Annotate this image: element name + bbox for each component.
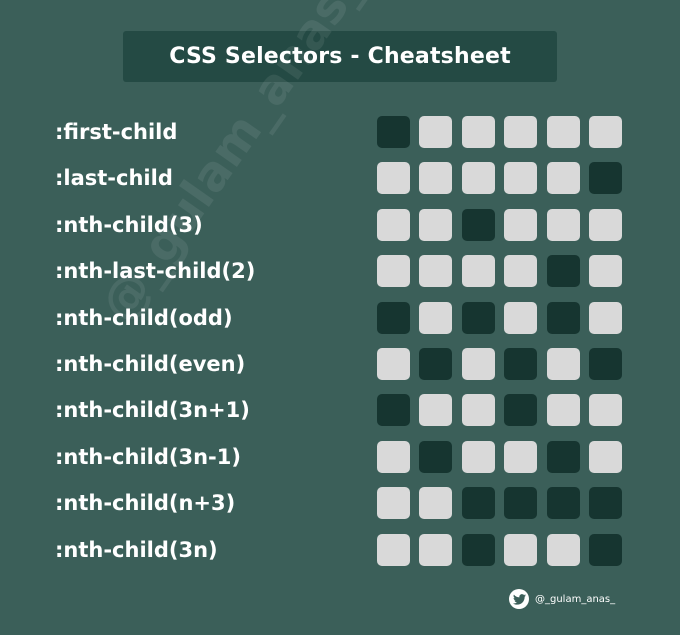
twitter-icon [509, 589, 529, 609]
selector-label: :last-child [55, 166, 173, 191]
unselected-box [546, 162, 580, 195]
selector-label: :nth-child(odd) [55, 305, 233, 330]
unselected-box [461, 348, 495, 380]
unselected-box [589, 116, 622, 148]
unselected-box [461, 394, 495, 427]
title-bar: CSS Selectors - Cheatsheet [123, 31, 557, 82]
unselected-box [546, 116, 580, 148]
unselected-box [419, 533, 453, 566]
selector-label: :first-child [55, 120, 178, 144]
selected-box [377, 116, 410, 148]
selected-box [589, 487, 622, 520]
unselected-box [461, 255, 495, 288]
unselected-box [546, 208, 580, 241]
selector-label: :nth-child(3n-1) [55, 444, 241, 469]
unselected-box [419, 162, 453, 195]
unselected-box [546, 348, 580, 380]
page-title: CSS Selectors - Cheatsheet [169, 44, 511, 69]
selector-label: :nth-child(3n+1) [55, 398, 250, 423]
unselected-box [419, 208, 453, 241]
selected-box [589, 348, 622, 380]
unselected-box [377, 533, 410, 566]
selector-label: :nth-child(3n) [55, 537, 218, 562]
selected-box [546, 487, 580, 520]
unselected-box [589, 301, 622, 334]
unselected-box [419, 255, 453, 288]
unselected-box [419, 301, 453, 334]
unselected-box [419, 394, 453, 427]
unselected-box [461, 162, 495, 195]
unselected-box [377, 487, 410, 520]
unselected-box [461, 116, 495, 148]
selected-box [589, 533, 622, 566]
unselected-box [589, 394, 622, 427]
selector-label: :nth-child(n+3) [55, 491, 236, 516]
selected-box [546, 255, 580, 288]
selected-box [504, 394, 538, 427]
selector-row: :nth-child(3n+1) [0, 394, 680, 427]
selector-row: :last-child [0, 162, 680, 195]
selector-label: :nth-last-child(2) [55, 259, 256, 284]
selected-box [461, 301, 495, 334]
unselected-box [504, 116, 538, 148]
unselected-box [377, 255, 410, 288]
credit-handle: @_gulam_anas_ [535, 593, 616, 605]
unselected-box [589, 208, 622, 241]
selected-box [377, 394, 410, 427]
selector-row: :nth-child(n+3) [0, 487, 680, 520]
unselected-box [504, 440, 538, 473]
unselected-box [546, 394, 580, 427]
selected-box [419, 348, 453, 380]
unselected-box [419, 487, 453, 520]
unselected-box [589, 440, 622, 473]
selector-row: :nth-child(3) [0, 208, 680, 241]
unselected-box [546, 533, 580, 566]
unselected-box [504, 533, 538, 566]
selected-box [377, 301, 410, 334]
selected-box [546, 301, 580, 334]
unselected-box [504, 208, 538, 241]
unselected-box [504, 255, 538, 288]
unselected-box [504, 301, 538, 334]
selected-box [546, 440, 580, 473]
unselected-box [377, 208, 410, 241]
unselected-box [589, 255, 622, 288]
selected-box [461, 533, 495, 566]
selected-box [589, 162, 622, 195]
selector-row: :nth-last-child(2) [0, 255, 680, 288]
unselected-box [461, 440, 495, 473]
credit: @_gulam_anas_ [509, 589, 615, 609]
selected-box [461, 208, 495, 241]
selector-row: :nth-child(3n) [0, 533, 680, 566]
selector-row: :nth-child(3n-1) [0, 440, 680, 473]
selected-box [419, 440, 453, 473]
unselected-box [419, 116, 453, 148]
selector-label: :nth-child(even) [55, 352, 246, 376]
selected-box [504, 487, 538, 520]
unselected-box [377, 348, 410, 380]
unselected-box [377, 162, 410, 195]
selector-row: :first-child [0, 116, 680, 148]
selected-box [461, 487, 495, 520]
selector-row: :nth-child(odd) [0, 301, 680, 334]
unselected-box [504, 162, 538, 195]
selected-box [504, 348, 538, 380]
selector-label: :nth-child(3) [55, 212, 203, 237]
unselected-box [377, 440, 410, 473]
selector-row: :nth-child(even) [0, 348, 680, 380]
